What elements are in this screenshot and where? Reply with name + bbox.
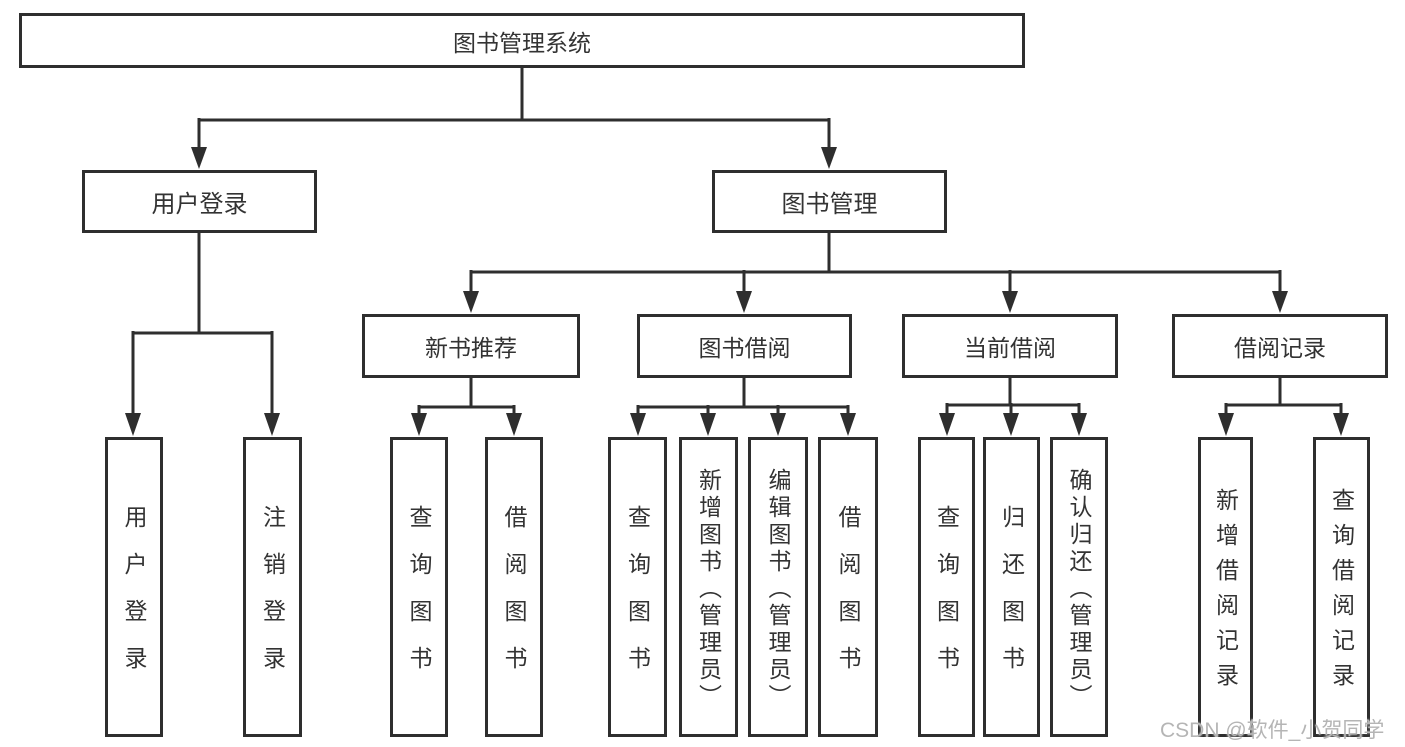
leaf-user-login-label: 用户登录 — [121, 505, 147, 693]
node-user-login: 用户登录 — [82, 170, 317, 233]
leaf-cb-query-book: 查询图书 — [918, 437, 975, 737]
leaf-br-query-record-label: 查询借阅记录 — [1328, 488, 1355, 698]
leaf-bb-query-book-label: 查询图书 — [624, 505, 651, 693]
node-new-book-recommendation-label: 新书推荐 — [425, 335, 517, 361]
node-new-book-recommendation: 新书推荐 — [362, 314, 580, 378]
leaf-rec-borrow-book: 借阅图书 — [485, 437, 543, 737]
node-current-borrowing-label: 当前借阅 — [964, 335, 1056, 361]
node-root-label: 图书管理系统 — [453, 29, 591, 56]
leaf-logout: 注销登录 — [243, 437, 302, 737]
leaf-cb-confirm-return-admin: 确认归还（管理员） — [1050, 437, 1108, 737]
leaf-logout-label: 注销登录 — [259, 505, 286, 693]
node-borrowing-records: 借阅记录 — [1172, 314, 1388, 378]
node-book-borrowing: 图书借阅 — [637, 314, 852, 378]
leaf-rec-query-book-label: 查询图书 — [406, 505, 432, 693]
leaf-bb-add-book-admin-label: 新增图书（管理员） — [695, 467, 722, 711]
leaf-bb-borrow-book-label: 借阅图书 — [835, 505, 861, 693]
node-user-login-label: 用户登录 — [151, 191, 248, 218]
leaf-user-login: 用户登录 — [105, 437, 163, 737]
leaf-bb-edit-book-admin-label: 编辑图书（管理员） — [765, 467, 791, 711]
leaf-bb-borrow-book: 借阅图书 — [818, 437, 878, 737]
node-root: 图书管理系统 — [19, 13, 1025, 68]
leaf-cb-return-book-label: 归还图书 — [998, 505, 1025, 693]
leaf-bb-edit-book-admin: 编辑图书（管理员） — [748, 437, 808, 737]
leaf-rec-query-book: 查询图书 — [390, 437, 448, 737]
leaf-cb-query-book-label: 查询图书 — [933, 505, 960, 693]
leaf-bb-add-book-admin: 新增图书（管理员） — [679, 437, 738, 737]
node-current-borrowing: 当前借阅 — [902, 314, 1118, 378]
leaf-br-add-record-label: 新增借阅记录 — [1212, 488, 1239, 698]
leaf-bb-query-book: 查询图书 — [608, 437, 667, 737]
node-book-borrowing-label: 图书借阅 — [698, 335, 791, 361]
node-book-management-label: 图书管理 — [781, 191, 878, 218]
node-book-management: 图书管理 — [712, 170, 947, 233]
leaf-cb-return-book: 归还图书 — [983, 437, 1040, 737]
leaf-cb-confirm-return-admin-label: 确认归还（管理员） — [1066, 467, 1092, 711]
leaf-rec-borrow-book-label: 借阅图书 — [501, 505, 527, 693]
node-borrowing-records-label: 借阅记录 — [1234, 335, 1326, 361]
watermark: CSDN @软件_小贺同学 — [1160, 719, 1385, 742]
leaf-br-add-record: 新增借阅记录 — [1198, 437, 1253, 737]
leaf-br-query-record: 查询借阅记录 — [1313, 437, 1370, 737]
